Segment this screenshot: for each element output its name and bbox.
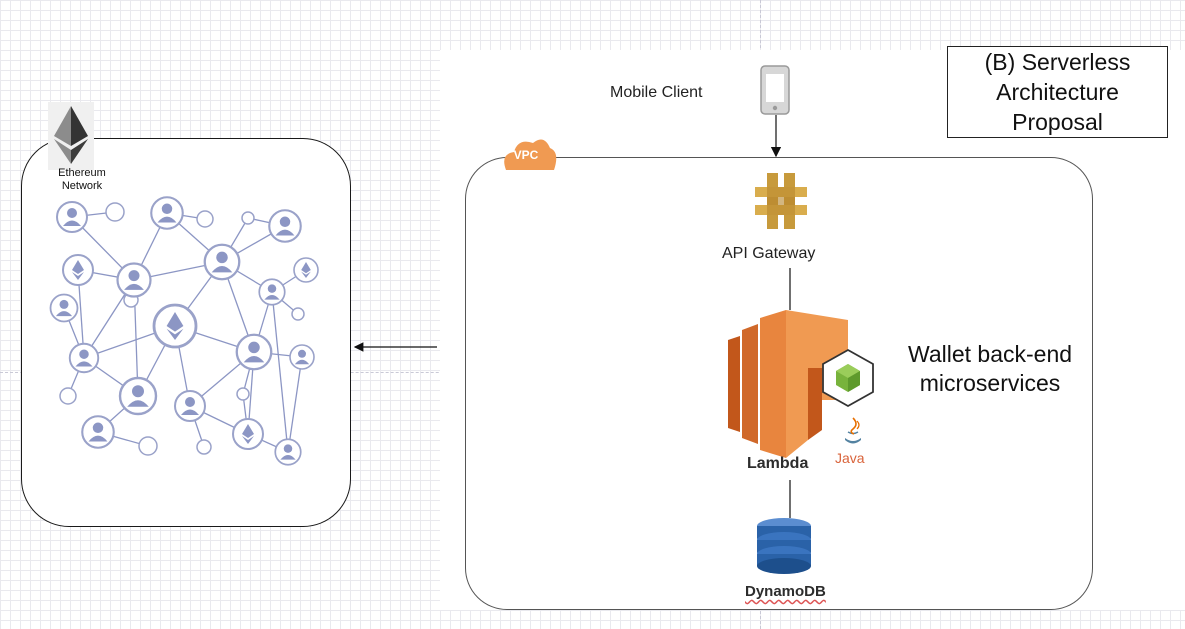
lambda-label: Lambda — [747, 455, 809, 472]
java-icon — [845, 417, 861, 444]
diagram-title: (B) Serverless Architecture Proposal — [984, 49, 1131, 135]
lambda-icon — [728, 310, 848, 458]
diagram-title-box[interactable]: (B) Serverless Architecture Proposal — [947, 46, 1168, 138]
mobile-phone-icon — [760, 65, 790, 115]
api-gateway-icon — [755, 173, 807, 229]
vpc-label: VPC — [513, 148, 539, 162]
dynamodb-label: DynamoDB — [745, 583, 826, 600]
mobile-client-label: Mobile Client — [610, 84, 703, 101]
api-gateway-label: API Gateway — [722, 245, 816, 262]
cloud-icon — [504, 139, 557, 170]
ethereum-logo-icon — [48, 102, 94, 170]
java-label: Java — [835, 450, 865, 466]
nodejs-cube-icon — [822, 348, 874, 408]
ethereum-network-label: Ethereum Network — [58, 167, 106, 192]
wallet-backend-label: Wallet back-end microservices — [907, 341, 1073, 396]
dynamodb-icon — [757, 518, 811, 574]
